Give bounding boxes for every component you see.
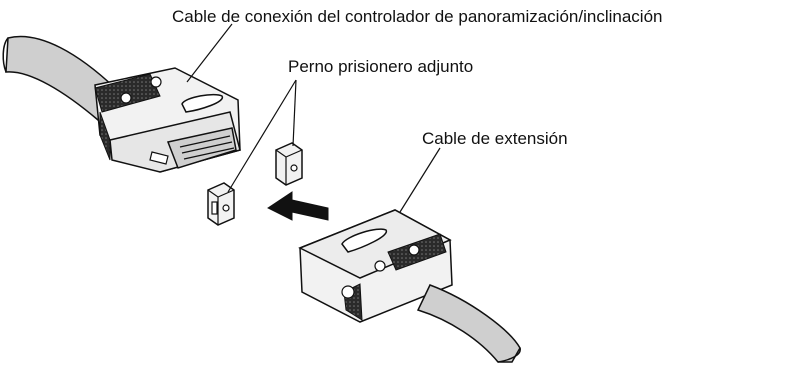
leader-line-controller-cable: [186, 23, 233, 83]
leader-line-thumbscrew-left: [227, 79, 297, 193]
label-controller-cable: Cable de conexión del controlador de pan…: [172, 7, 662, 26]
controller-connector: [94, 67, 241, 173]
extension-jack-screw: [341, 285, 355, 299]
extension-cable-sheath: [416, 284, 521, 363]
screw-icon: [408, 244, 420, 256]
leader-lines: [186, 23, 441, 213]
extension-connector-slot: [341, 228, 387, 253]
label-thumbscrew: Perno prisionero adjunto: [288, 57, 473, 76]
pins: [179, 135, 235, 160]
extension-cable: [416, 284, 521, 363]
extension-connector-top: [298, 209, 452, 279]
extension-connector: [298, 209, 453, 323]
controller-jack-screw: [149, 151, 169, 165]
controller-connector-grip-side: [99, 111, 111, 161]
leader-line-extension-cable: [399, 147, 441, 213]
screw-icon: [150, 76, 162, 88]
label-extension-cable: Cable de extensión: [422, 129, 568, 148]
insert-direction-arrow-icon: [267, 191, 329, 221]
controller-cable-cut-end: [2, 37, 9, 73]
screw-icon: [374, 260, 386, 272]
thumbscrew-left: [207, 182, 235, 226]
screw-icon: [120, 92, 132, 104]
extension-cable-cut-end: [497, 347, 521, 363]
thumbscrew-right: [275, 142, 303, 186]
leader-line-thumbscrew-right: [292, 79, 297, 147]
controller-connector-slot: [181, 93, 223, 113]
